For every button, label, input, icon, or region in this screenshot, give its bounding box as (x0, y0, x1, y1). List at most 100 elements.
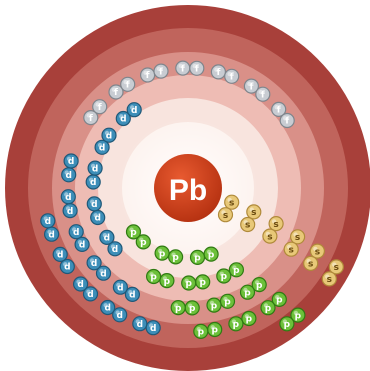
electron-s-label: s (289, 245, 294, 255)
electron-d-label: d (99, 144, 105, 154)
electron-f: f (224, 68, 240, 84)
electron-highlight (243, 287, 248, 293)
electron-highlight (89, 258, 95, 263)
electron-p: p (125, 224, 142, 240)
electron-d-label: d (90, 178, 96, 188)
electron-f-label: f (261, 90, 265, 100)
electron-d: d (95, 265, 112, 281)
electron-p-label: p (224, 298, 231, 308)
electron-d-dot (94, 139, 110, 155)
electron-p-label: p (276, 296, 283, 306)
electron-s-dot (240, 216, 256, 233)
electron-highlight (157, 248, 163, 254)
electron-p-label: p (221, 272, 228, 282)
electron-p-label: p (198, 328, 205, 338)
electron-p: p (228, 316, 244, 332)
electron-p: p (290, 307, 306, 323)
electron-p-label: p (199, 278, 206, 288)
electron-d-label: d (106, 131, 112, 141)
electron-highlight (93, 213, 98, 218)
electron-s: s (246, 204, 262, 220)
electron-highlight (43, 216, 48, 221)
electron-highlight (263, 303, 269, 308)
electron-p: p (260, 300, 276, 316)
electron-d-label: d (91, 259, 97, 269)
electron-highlight (243, 220, 248, 225)
electron-d-label: d (92, 164, 98, 174)
electron-p-dot (135, 234, 151, 250)
electron-d-dot (86, 196, 102, 212)
electron-f: f (83, 109, 99, 126)
electron-d: d (99, 229, 115, 245)
electron-highlight (275, 295, 280, 300)
electron-d-dot (52, 246, 68, 262)
electron-d: d (86, 255, 102, 271)
electron-p: p (271, 291, 287, 307)
electron-d-dot (112, 307, 128, 323)
electron-f-label: f (285, 117, 289, 127)
electron-p-dot (125, 224, 142, 240)
electron-p-label: p (284, 320, 291, 330)
electron-s-dot (217, 207, 234, 223)
electron-highlight (271, 219, 277, 224)
electron-s: s (309, 243, 325, 259)
electron-f: f (210, 64, 226, 80)
electron-highlight (274, 105, 279, 110)
electron-d-dot (112, 279, 129, 295)
electron-highlight (111, 87, 117, 93)
electron-d-label: d (120, 115, 126, 125)
electron-d-dot (100, 299, 116, 316)
electron-highlight (196, 327, 201, 332)
electron-s: s (328, 259, 344, 275)
electron-d-label: d (65, 171, 71, 181)
electron-p-dot (189, 249, 206, 265)
electron-s-label: s (251, 208, 256, 218)
electron-highlight (139, 237, 144, 242)
electron-p-dot (181, 275, 197, 291)
electron-highlight (143, 70, 148, 76)
electron-p-label: p (211, 301, 218, 311)
electron-f-label: f (181, 64, 185, 74)
electron-d-label: d (94, 214, 100, 224)
electron-d-label: d (68, 157, 74, 167)
electron-d: d (85, 174, 101, 190)
electron-s-dot (321, 271, 337, 287)
electron-d: d (126, 102, 142, 118)
electron-d-dot (99, 229, 115, 245)
electron-highlight (64, 170, 69, 175)
electron-highlight (249, 207, 254, 212)
electron-p: p (239, 284, 256, 300)
electron-d: d (86, 196, 102, 212)
electron-highlight (97, 142, 103, 148)
electron-s: s (321, 271, 337, 287)
electron-d-dot (107, 241, 123, 257)
electron-d-dot (115, 110, 131, 127)
electron-s: s (224, 194, 240, 210)
electron-d-label: d (91, 200, 97, 210)
electron-d: d (115, 110, 131, 127)
electron-f-dot (255, 86, 271, 102)
electron-d-label: d (131, 106, 137, 116)
electron-highlight (63, 262, 68, 267)
electron-d-label: d (87, 290, 93, 300)
electron-p-label: p (208, 250, 215, 260)
electron-p-label: p (140, 238, 147, 248)
electron-highlight (306, 259, 311, 264)
electron-highlight (149, 272, 154, 277)
electron-d-dot (40, 213, 56, 229)
electron-p-dot (271, 291, 287, 307)
electron-p-label: p (233, 320, 240, 330)
electron-highlight (184, 278, 189, 283)
electron-p-label: p (164, 277, 171, 287)
electron-d-label: d (79, 241, 85, 251)
electron-highlight (214, 67, 219, 72)
electron-highlight (116, 282, 121, 288)
electron-highlight (99, 268, 104, 274)
electron-d-dot (63, 153, 79, 169)
electron-highlight (129, 227, 134, 232)
electron-d: d (94, 139, 110, 155)
electron-p: p (193, 323, 209, 339)
electron-d: d (82, 286, 99, 302)
electron-p: p (228, 262, 244, 278)
